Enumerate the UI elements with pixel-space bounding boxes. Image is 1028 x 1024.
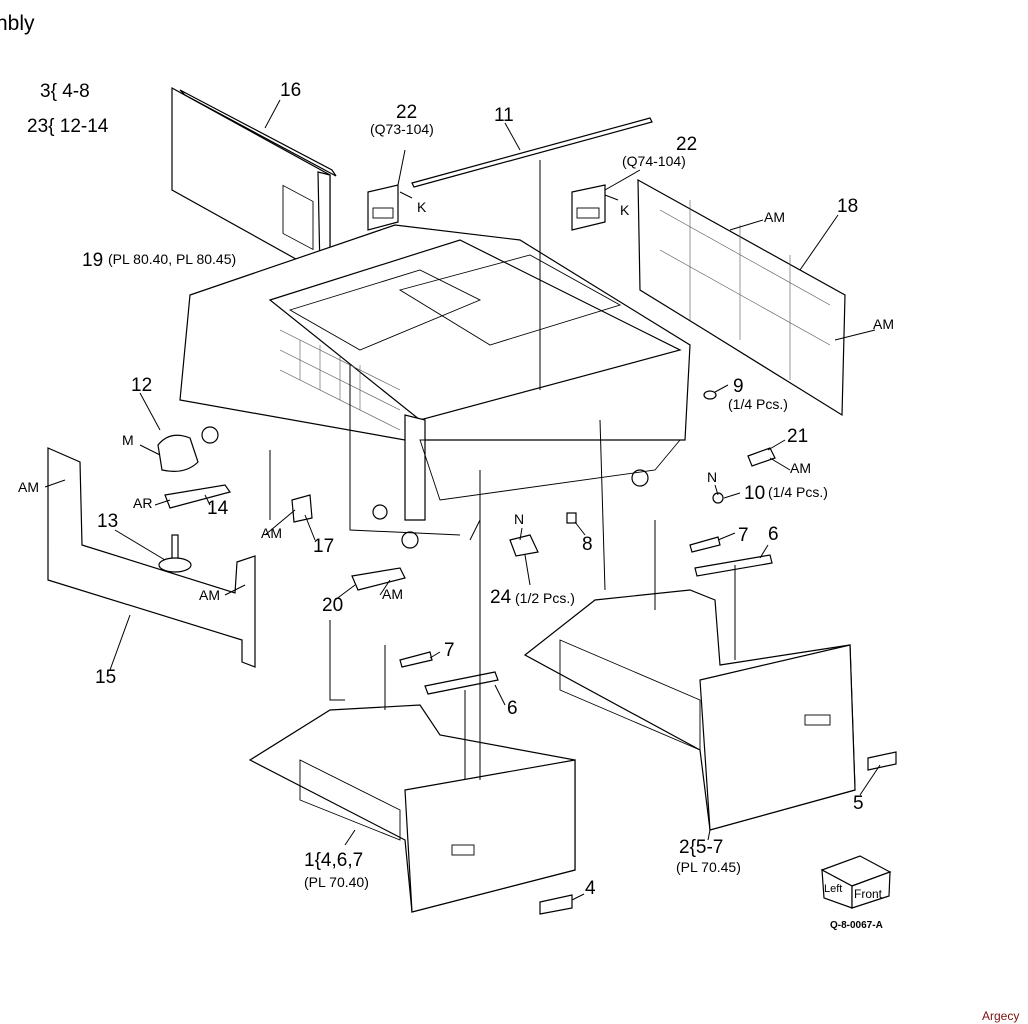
callout: 11 — [494, 105, 514, 126]
part-4-label — [539, 894, 573, 915]
callout: AM — [199, 587, 220, 603]
cube-front-label: Front — [854, 887, 883, 901]
part-20-bracket — [351, 567, 406, 591]
part-18-rear-cover — [637, 178, 846, 417]
callout: 7 — [738, 525, 749, 546]
part-10-screw — [712, 492, 724, 504]
assembly-note-23: 23{ 12-14 — [27, 116, 109, 137]
callout: N — [707, 469, 717, 485]
part-21-bracket — [747, 447, 776, 467]
part-8-sensor — [566, 512, 577, 524]
callout: 22 — [396, 102, 417, 123]
callout: 24 — [490, 587, 512, 608]
tray-2 — [523, 589, 856, 831]
callout: 12 — [131, 375, 152, 396]
callout: 13 — [97, 511, 118, 532]
callout: AM — [261, 525, 282, 541]
callout: AM — [382, 586, 403, 602]
callout: M — [122, 432, 134, 448]
tray-1 — [248, 704, 576, 913]
callout: 14 — [207, 498, 229, 519]
part-19-frame — [179, 224, 691, 549]
callout: 9 — [733, 376, 744, 397]
part-15-side-cover — [47, 447, 256, 668]
callout: AM — [18, 479, 39, 495]
callout: 6 — [768, 524, 779, 545]
assembly-note-3: 3{ 4-8 — [40, 81, 90, 102]
orientation-cube: Left Front — [820, 855, 892, 909]
callout: (1/4 Pcs.) — [728, 396, 788, 412]
part-22-board-left — [367, 184, 399, 231]
callout: (1/4 Pcs.) — [768, 484, 828, 500]
part-12-knob — [157, 434, 199, 472]
callout: N — [514, 511, 524, 527]
callout: K — [620, 202, 630, 218]
cube-left-label: Left — [824, 883, 842, 895]
callout: 2{5-7 — [679, 837, 723, 858]
callout: 6 — [507, 698, 518, 719]
callout: 10 — [744, 483, 765, 504]
callout: (PL 70.40) — [304, 874, 369, 890]
page-title-fragment: nbly — [0, 12, 35, 35]
part-7-label-a — [689, 536, 721, 553]
callout: 17 — [313, 536, 334, 557]
callout-labels: 16 22 (Q73-104) K 11 22 (Q74-104) K 18 A… — [18, 80, 894, 899]
callout: 8 — [582, 534, 593, 555]
part-6-label-a — [694, 554, 773, 577]
callout: 7 — [444, 640, 455, 661]
callout: (Q74-104) — [622, 153, 686, 169]
part-14-bracket — [164, 484, 231, 509]
part-9-grommet — [703, 390, 717, 400]
callout: 1{4,6,7 — [304, 850, 363, 871]
callout: 16 — [280, 80, 301, 101]
callout: 22 — [676, 134, 697, 155]
callout: 4 — [585, 878, 596, 899]
watermark: Argecy — [982, 1009, 1019, 1023]
callout: AM — [790, 460, 811, 476]
callout: AR — [133, 495, 152, 511]
callout: 18 — [837, 196, 858, 217]
part-24-clip — [509, 534, 539, 557]
figure-id: Q-8-0067-A — [830, 920, 883, 931]
callout: AM — [873, 316, 894, 332]
callout: 21 — [787, 426, 808, 447]
callout: (PL 70.45) — [676, 859, 741, 875]
callout: 15 — [95, 667, 116, 688]
part-5-label — [867, 751, 897, 771]
part-17-bracket — [291, 494, 313, 523]
callout: AM — [764, 209, 785, 225]
part-22-board-right — [571, 184, 606, 231]
part-6-label-b — [424, 671, 499, 695]
callout: (1/2 Pcs.) — [515, 590, 575, 606]
part-16-cover — [171, 86, 337, 280]
leader-lines — [44, 99, 881, 901]
callout: 19 — [82, 250, 103, 271]
callout: (Q73-104) — [370, 121, 434, 137]
callout: K — [417, 199, 427, 215]
part-7-label-b — [399, 651, 433, 668]
callout: 5 — [853, 793, 864, 814]
callout: 20 — [322, 595, 343, 616]
callout: (PL 80.40, PL 80.45) — [108, 251, 236, 267]
part-13-foot — [158, 534, 192, 573]
part-11-rail — [411, 117, 653, 188]
